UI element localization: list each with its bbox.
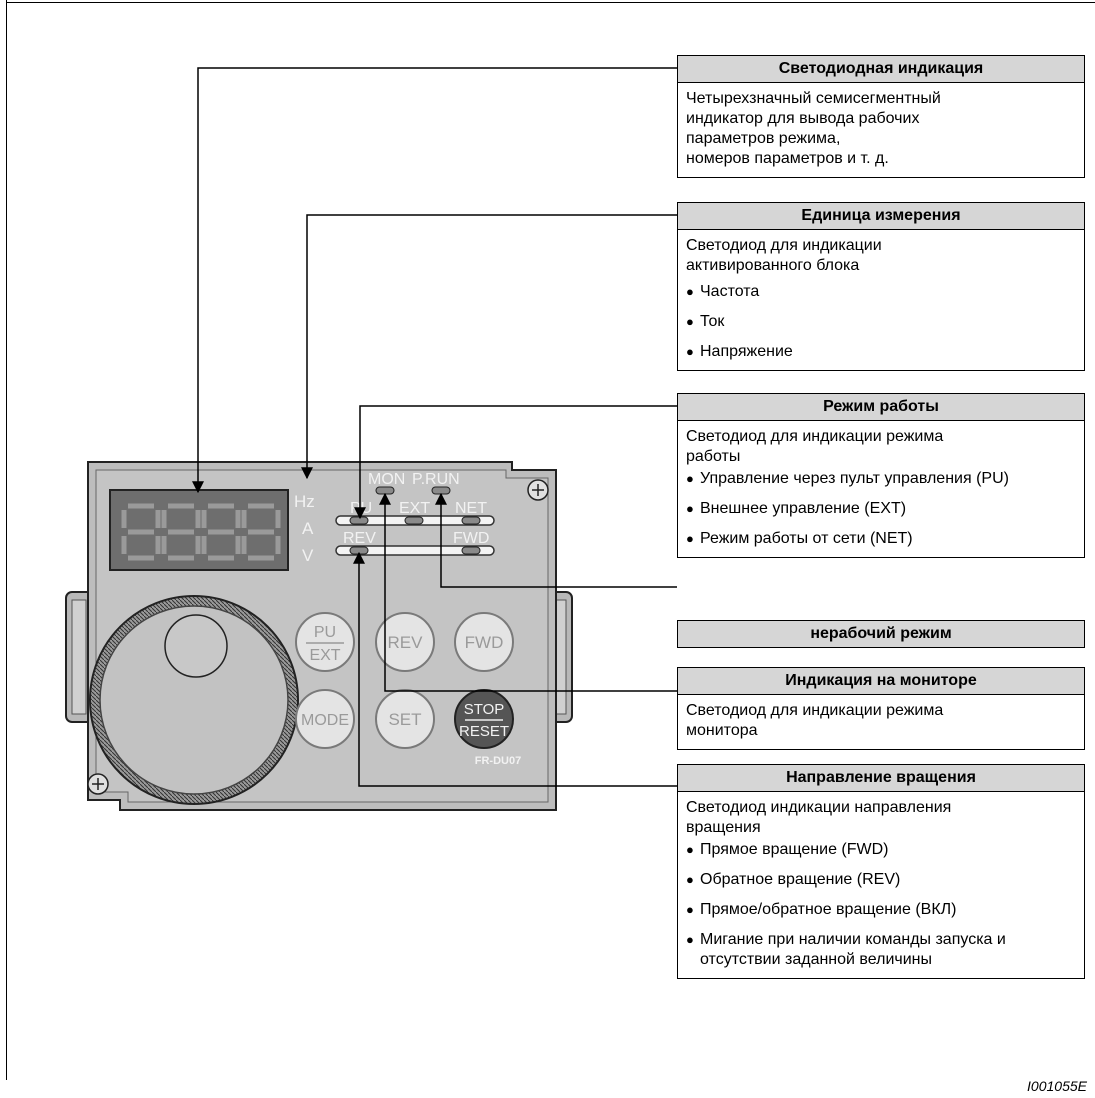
callout-text: Светодиод для индикации режима xyxy=(686,702,944,719)
leader-monitor xyxy=(379,492,677,692)
callout-text: Светодиод для индикации xyxy=(686,237,882,254)
led-bar-bottom xyxy=(335,545,495,556)
p-run-label: P.RUN xyxy=(412,471,460,488)
leader-p-run xyxy=(435,492,677,588)
callout-text: номеров параметров и т. д. xyxy=(686,150,889,167)
frame-top-border xyxy=(6,2,1095,3)
fwd-label: FWD xyxy=(453,530,489,547)
callout-rotation: Направление вращения Светодиод индикации… xyxy=(677,764,1085,979)
callout-text: индикатор для вывода рабочих xyxy=(686,110,920,127)
list-item: Режим работы от сети (NET) xyxy=(686,529,1076,549)
list-item: Частота xyxy=(686,282,1076,302)
mode-button[interactable] xyxy=(295,689,355,749)
unit-a-label: A xyxy=(302,519,314,538)
rev-button-label: REV xyxy=(388,633,424,652)
rev-label: REV xyxy=(343,530,376,547)
callout-text: Светодиод для индикации режима xyxy=(686,428,944,445)
callout-title: Направление вращения xyxy=(678,765,1084,792)
list-item: Управление через пульт управления (PU) xyxy=(686,469,1076,489)
unit-hz-label: Hz xyxy=(294,492,315,511)
set-button-label: SET xyxy=(388,710,421,729)
leader-rotation xyxy=(353,551,677,787)
list-item: Ток xyxy=(686,312,1076,332)
fwd-button[interactable] xyxy=(454,612,514,672)
callout-led-display: Светодиодная индикация Четырехзначный се… xyxy=(677,55,1085,178)
rev-button[interactable] xyxy=(375,612,435,672)
callout-title: Режим работы xyxy=(678,394,1084,421)
callout-not-running: нерабочий режим xyxy=(677,620,1085,648)
list-item: Прямое/обратное вращение (ВКЛ) xyxy=(686,900,1076,920)
pu-ext-button[interactable] xyxy=(295,612,355,672)
unit-v-label: V xyxy=(302,546,314,565)
callout-monitor: Индикация на мониторе Светодиод для инди… xyxy=(677,667,1085,750)
list-item: Мигание при наличии команды запуска и от… xyxy=(686,930,1076,970)
figure-id: I001055E xyxy=(1027,1078,1087,1094)
callout-text: активированного блока xyxy=(686,257,860,274)
callout-title: нерабочий режим xyxy=(678,621,1084,647)
list-item: Напряжение xyxy=(686,342,1076,362)
stop-reset-button[interactable] xyxy=(454,689,514,749)
leader-led-display xyxy=(192,67,677,494)
callout-title: Единица измерения xyxy=(678,203,1084,230)
pu-ext-button-top-label: PU xyxy=(314,624,336,641)
callout-text: монитора xyxy=(686,722,758,739)
model-label: FR-DU07 xyxy=(475,755,521,767)
callout-text: вращения xyxy=(686,819,761,836)
seven-segment-digits xyxy=(121,503,281,561)
callout-text: работы xyxy=(686,448,741,465)
callout-title: Индикация на мониторе xyxy=(678,668,1084,695)
callout-text: параметров режима, xyxy=(686,130,841,147)
callout-text: Светодиод индикации направления xyxy=(686,799,952,816)
callout-text: Четырехзначный семисегментный xyxy=(686,90,941,107)
callout-title: Светодиодная индикация xyxy=(678,56,1084,83)
frame-left-border xyxy=(6,0,7,1080)
mon-label: MON xyxy=(368,471,405,488)
mode-button-label: MODE xyxy=(301,712,349,729)
list-item: Внешнее управление (EXT) xyxy=(686,499,1076,519)
set-button[interactable] xyxy=(375,689,435,749)
callout-operation-mode: Режим работы Светодиод для индикации реж… xyxy=(677,393,1085,558)
pu-ext-button-bottom-label: EXT xyxy=(309,647,340,664)
list-item: Обратное вращение (REV) xyxy=(686,870,1076,890)
net-label: NET xyxy=(455,500,487,517)
fwd-button-label: FWD xyxy=(465,633,504,652)
leader-operation-mode xyxy=(354,405,677,520)
reset-button-label: RESET xyxy=(459,723,509,740)
leader-unit xyxy=(301,214,677,480)
ext-label: EXT xyxy=(399,500,430,517)
callout-unit: Единица измерения Светодиод для индикаци… xyxy=(677,202,1085,371)
stop-button-label: STOP xyxy=(464,701,505,718)
list-item: Прямое вращение (FWD) xyxy=(686,840,1076,860)
